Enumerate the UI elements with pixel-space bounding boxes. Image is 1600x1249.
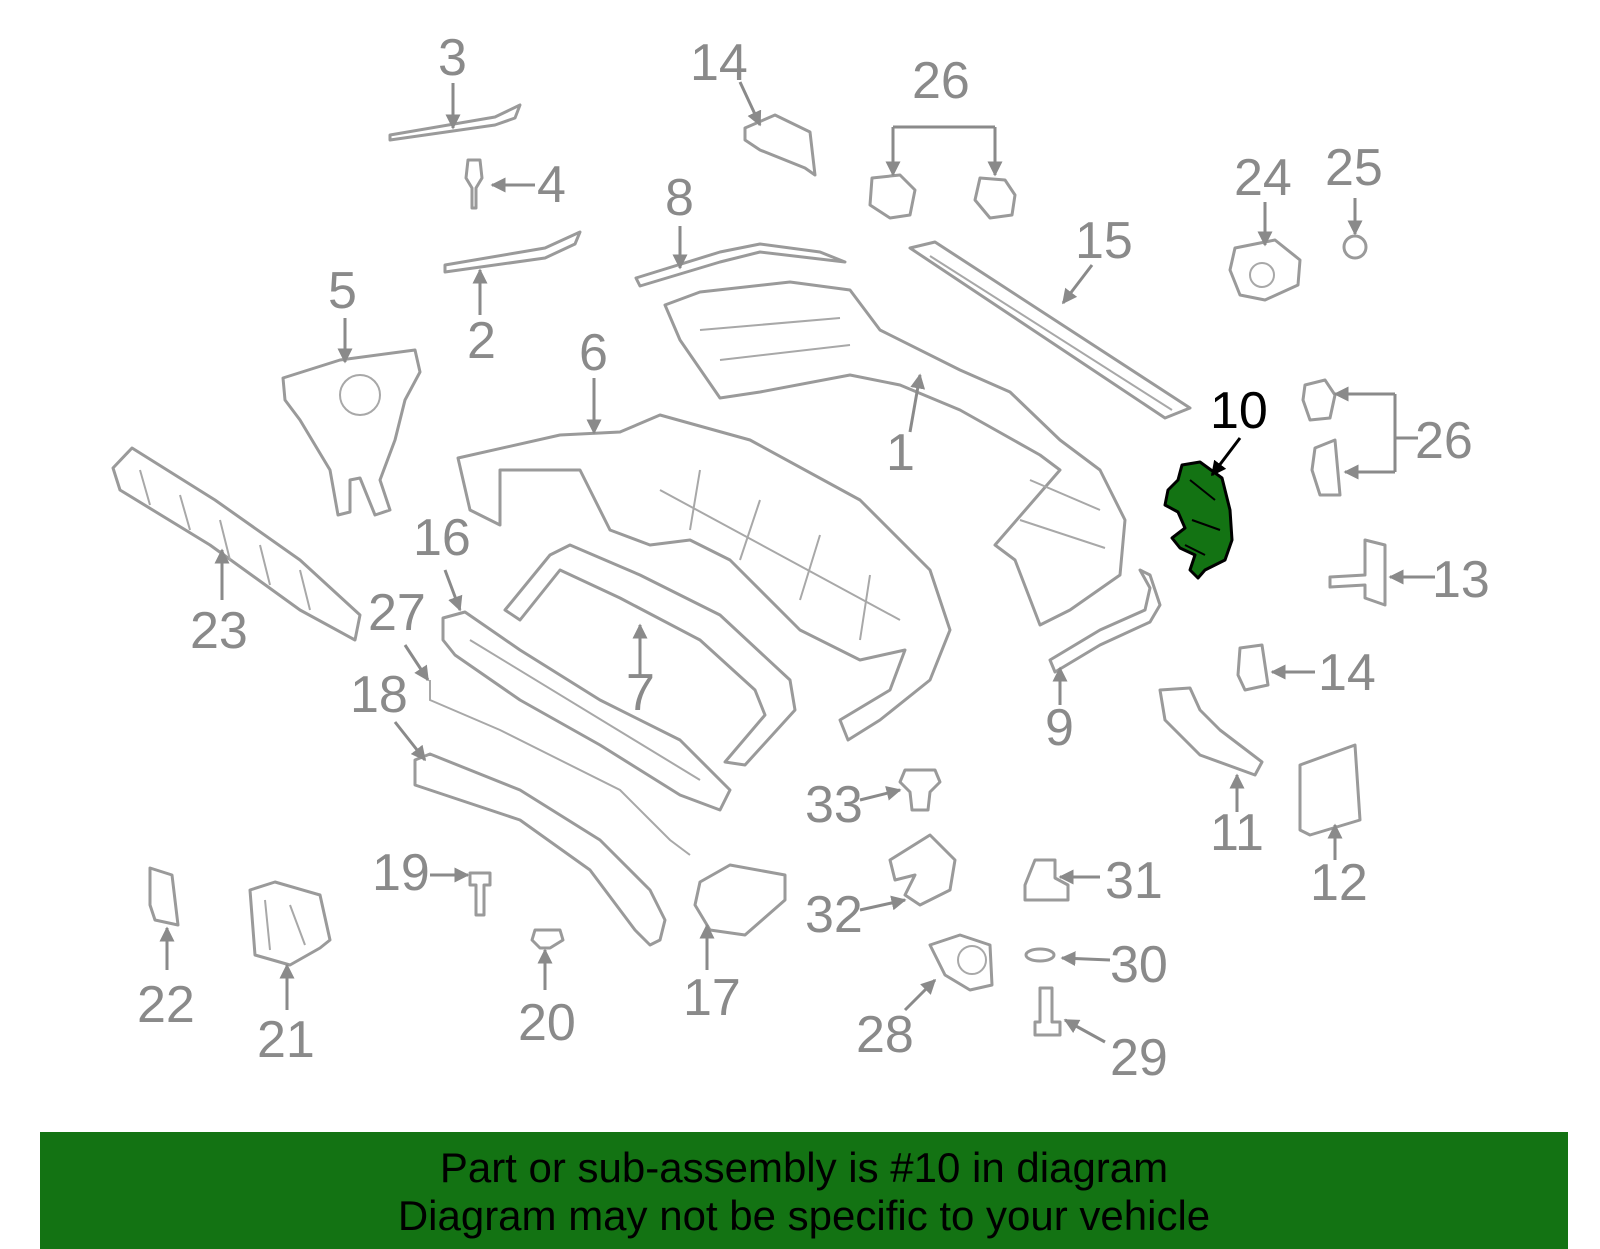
part-30-washer bbox=[1024, 947, 1056, 963]
callout-6: 6 bbox=[579, 324, 608, 382]
callout-5: 5 bbox=[328, 262, 357, 320]
part-26-clip-d bbox=[1310, 438, 1342, 497]
callout-27: 27 bbox=[368, 584, 426, 642]
part-1-bumper-cover bbox=[663, 280, 1127, 627]
part-32-bracket bbox=[888, 833, 957, 907]
callout-20: 20 bbox=[518, 994, 576, 1052]
callout-2: 2 bbox=[467, 312, 496, 370]
callout-14-right: 14 bbox=[1318, 644, 1376, 702]
callout-29: 29 bbox=[1110, 1029, 1168, 1087]
part-21-bracket bbox=[248, 880, 332, 967]
callout-24: 24 bbox=[1234, 149, 1292, 207]
part-25-grommet bbox=[1342, 234, 1368, 260]
part-23-absorber bbox=[111, 446, 362, 642]
part-12-plate bbox=[1298, 743, 1362, 837]
callout-12: 12 bbox=[1310, 854, 1368, 912]
callout-13: 13 bbox=[1432, 551, 1490, 609]
callout-25: 25 bbox=[1325, 139, 1383, 197]
part-14-clip bbox=[1236, 643, 1270, 692]
callout-1: 1 bbox=[886, 424, 915, 482]
callout-26-right: 26 bbox=[1415, 412, 1473, 470]
part-5-bracket bbox=[281, 348, 422, 517]
part-26-clip-b bbox=[973, 176, 1017, 220]
callout-3: 3 bbox=[438, 29, 467, 87]
callout-8: 8 bbox=[665, 169, 694, 227]
callout-18: 18 bbox=[350, 666, 408, 724]
part-6-valance bbox=[456, 413, 952, 742]
part-4-clip bbox=[464, 158, 484, 210]
part-15-strip bbox=[908, 240, 1192, 420]
part-7-frame bbox=[503, 543, 797, 767]
callout-11: 11 bbox=[1210, 804, 1264, 862]
part-19-bolt bbox=[468, 871, 492, 917]
part-27-harness bbox=[429, 680, 691, 856]
callout-30: 30 bbox=[1110, 936, 1168, 994]
part-20-clip bbox=[530, 928, 565, 950]
callout-33: 33 bbox=[805, 776, 863, 834]
leader-arrows bbox=[159, 81, 1435, 1044]
callout-labels: 1 2 3 4 5 6 7 8 9 10 11 12 13 14 14 15 1… bbox=[137, 29, 1490, 1087]
callout-32: 32 bbox=[805, 886, 863, 944]
callout-10: 10 bbox=[1210, 382, 1268, 440]
banner-line-1: Part or sub-assembly is #10 in diagram bbox=[439, 1144, 1169, 1191]
callout-22: 22 bbox=[137, 976, 195, 1034]
part-13-stud bbox=[1328, 538, 1387, 607]
callout-28: 28 bbox=[856, 1006, 914, 1064]
callout-21: 21 bbox=[257, 1011, 315, 1069]
callout-7: 7 bbox=[626, 664, 655, 722]
part-24-sensor bbox=[1228, 238, 1302, 302]
part-26-clip-c bbox=[1301, 378, 1337, 422]
part-17-block bbox=[693, 863, 787, 937]
part-18-beam bbox=[413, 752, 667, 947]
part-8-molding bbox=[634, 242, 847, 288]
banner-line-2: Diagram may not be specific to your vehi… bbox=[397, 1192, 1211, 1239]
part-31-nut bbox=[1023, 858, 1070, 902]
callout-17: 17 bbox=[683, 969, 741, 1027]
callout-14-top: 14 bbox=[690, 34, 748, 92]
callout-16: 16 bbox=[413, 509, 471, 567]
part-2-strip bbox=[443, 230, 582, 274]
part-29-bolt bbox=[1033, 986, 1062, 1037]
callout-31: 31 bbox=[1105, 852, 1163, 910]
callout-23: 23 bbox=[190, 602, 248, 660]
callout-26-top: 26 bbox=[912, 52, 970, 110]
part-33-clip bbox=[898, 768, 942, 812]
callout-19: 19 bbox=[372, 844, 430, 902]
callout-15: 15 bbox=[1075, 212, 1133, 270]
part-11-bracket bbox=[1158, 686, 1264, 777]
part-28-housing bbox=[928, 933, 994, 992]
part-14-bracket bbox=[743, 113, 817, 177]
part-10-bracket-highlighted bbox=[1163, 460, 1234, 580]
part-22-plate bbox=[148, 866, 180, 927]
info-banner: Part or sub-assembly is #10 in diagram D… bbox=[40, 1132, 1568, 1249]
callout-4: 4 bbox=[537, 156, 566, 214]
part-3-molding bbox=[388, 103, 522, 142]
callout-9: 9 bbox=[1045, 699, 1074, 757]
part-9-trim bbox=[1048, 568, 1162, 674]
part-26-clip-a bbox=[868, 173, 917, 220]
